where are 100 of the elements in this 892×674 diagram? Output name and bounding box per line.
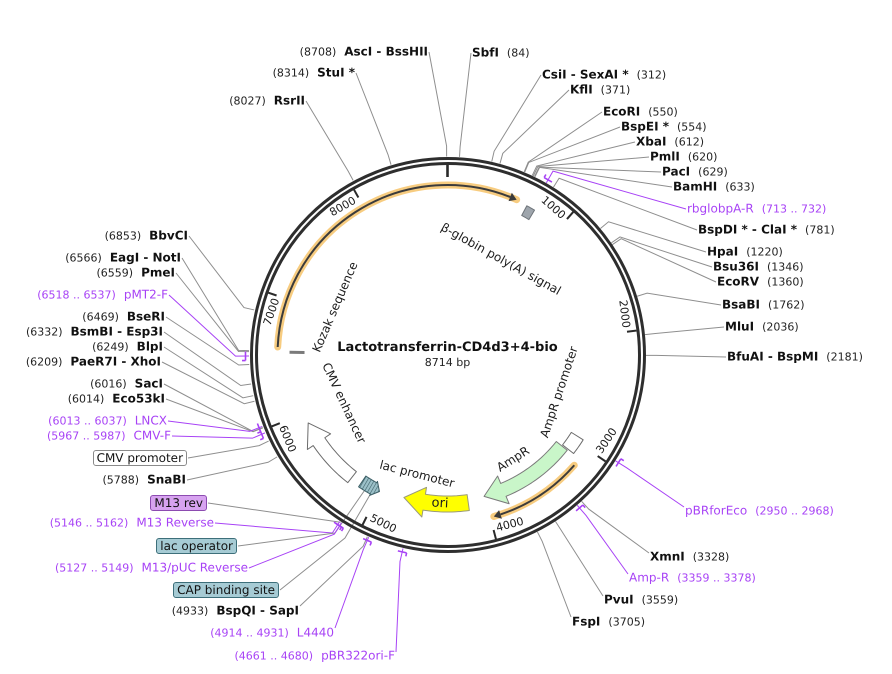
leader-line [581,500,650,554]
enzyme-name: SacI [134,376,163,390]
site-position: (8027) [229,94,266,108]
enzyme-name: RsrII [274,94,305,108]
leader-line [396,548,408,652]
enzyme-name: BspDI * - ClaI * [698,222,798,236]
site-position: (5788) [102,474,140,488]
site-position: (8708) [300,46,336,60]
leader-line [524,112,602,172]
scale-number: 7000 [261,297,282,328]
site-position: (312) [636,68,666,82]
site-position: (371) [600,84,630,98]
leader-line [300,536,368,606]
enzyme-name: BsaBI [722,298,760,312]
leader-line [575,504,628,574]
primer-name: rbglobpA-R [687,202,754,216]
leader-line [532,142,636,176]
leader-line [166,398,264,432]
feature-label: ori [430,496,448,512]
site-position: (781) [805,224,835,238]
scale-number: 5000 [368,512,398,536]
primer-range: (5967 .. 5987) [46,430,126,444]
site-position: (6014) [68,392,104,406]
primer-range: (6013 .. 6037) [48,414,127,428]
site-position: (6332) [26,326,63,340]
plasmid-size: 8714 bp [424,356,470,370]
site-position: (633) [725,180,755,194]
primer-name: CMV-F [134,428,171,442]
primer-range: (3359 .. 3378) [677,572,756,586]
enzyme-name: BbvCI [149,228,188,242]
leader-line [644,326,724,336]
enzyme-name: AscI - BssHII [344,44,428,58]
enzyme-name: XmnI [650,550,685,564]
primer-range: (6518 .. 6537) [37,288,116,302]
enzyme-name: PacI [662,164,690,178]
enzyme-name: PaeR7I - XhoI [70,354,161,368]
leader-line [168,294,250,362]
leader-line [172,429,266,441]
enzyme-name: PmlI [650,150,680,164]
leader-line [168,420,263,434]
site-position: (3705) [608,616,645,630]
leader-line [176,272,250,352]
leader-line [491,74,542,162]
leader-line [182,258,250,352]
site-position: (6249) [92,340,129,354]
leader-line [524,126,620,173]
primer-name: M13 Reverse [136,516,214,530]
site-position: (554) [677,120,707,134]
leader-line [208,502,342,523]
site-position: (1360) [767,276,804,290]
enzyme-name: BamHI [673,180,718,194]
leader-line [162,362,255,404]
enzyme-name: Eco53kI [112,392,165,406]
primer-name: pBRforEco [685,504,748,518]
site-position: (3328) [692,550,730,564]
leader-line [600,221,706,252]
enzyme-name: EcoRV [717,274,760,288]
enzyme-name: PvuI [604,592,634,606]
leader-line [428,52,448,157]
scale-number: 2000 [616,300,632,330]
site-position: (1346) [767,260,804,274]
primer-range: (4661 .. 4680) [234,650,314,664]
enzyme-name: BseRI [126,310,165,324]
leader-line [610,236,712,268]
enzyme-name: EagI - NotI [110,250,181,264]
site-position: (8314) [272,66,310,80]
leader-line [614,458,684,508]
primer-range: (5127 .. 5149) [54,562,134,576]
leader-line [636,292,722,306]
leader-line [536,531,572,618]
enzyme-name: SnaBI [147,472,186,486]
leader-line [499,90,570,164]
enzyme-name: BspEI * [621,120,669,134]
leader-line [534,166,662,178]
enzyme-name: XbaI [636,134,666,148]
leader-line [646,354,726,358]
feature-label: lac promoter [378,458,456,490]
leader-line [214,521,342,534]
leader-line [188,236,255,310]
leader-line [532,156,650,176]
leader-line [543,170,686,210]
leader-line [459,52,472,158]
site-position: (3559) [642,594,678,608]
site-position: (4933) [172,604,208,618]
leader-line [555,521,604,596]
site-position: (2036) [762,320,799,334]
enzyme-name: FspI [572,614,600,628]
leader-line [164,332,252,386]
enzyme-name: BfuAI - BspMI [727,350,818,364]
leader-line [356,72,392,166]
leader-line [238,490,365,546]
enzyme-name: CsiI - SexAI * [542,68,629,82]
feature-tag: M13 rev [150,495,207,511]
site-position: (6566) [65,252,102,266]
enzyme-name: KflI [570,82,593,96]
leader-line [188,440,270,458]
leader-line [612,238,716,282]
primer-name: pBR322ori-F [321,648,395,662]
site-position: (6016) [90,378,127,392]
feature-tag: CMV promoter [92,450,187,466]
